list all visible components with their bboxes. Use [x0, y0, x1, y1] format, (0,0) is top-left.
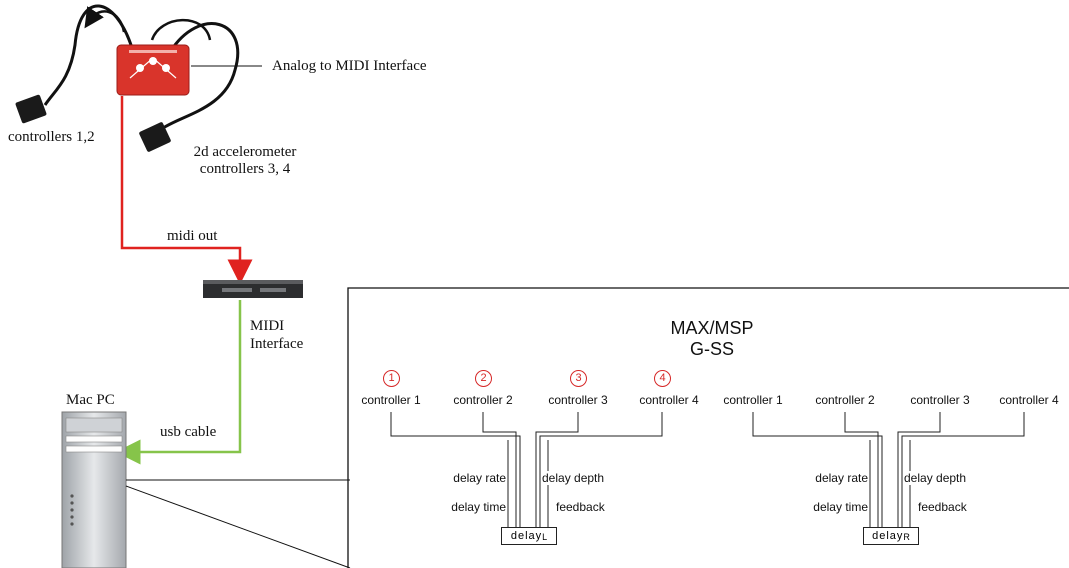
right-param-delay-rate: delay rate — [792, 471, 868, 485]
controller-marker-2: 2 — [475, 370, 492, 387]
left-param-delay-rate: delay rate — [430, 471, 506, 485]
right-controller-3: controller 3 — [900, 393, 980, 407]
delay-r-object: delayR — [863, 527, 919, 545]
midi-interface-label-line1: MIDI — [250, 318, 284, 335]
left-param-delay-depth: delay depth — [542, 471, 606, 485]
controller-marker-1: 1 — [383, 370, 400, 387]
usb-cable-label: usb cable — [160, 424, 216, 441]
left-controller-3: controller 3 — [538, 393, 618, 407]
left-controller-2: controller 2 — [443, 393, 523, 407]
right-param-delay-depth: delay depth — [904, 471, 968, 485]
gss-title: G-SS — [652, 339, 772, 360]
right-param-delay-time: delay time — [792, 500, 868, 514]
mac-pc-label: Mac PC — [66, 392, 115, 409]
midi-interface-label-line2: Interface — [250, 336, 303, 353]
accelerometer-label-line1: 2d accelerometer — [180, 144, 310, 161]
analog-to-midi-device — [117, 45, 189, 95]
left-param-feedback: feedback — [556, 500, 605, 514]
delay-l-object: delayL — [501, 527, 557, 545]
right-controller-4: controller 4 — [989, 393, 1069, 407]
left-controller-1: controller 1 — [351, 393, 431, 407]
mac-pc-tower — [62, 412, 126, 568]
right-controller-2: controller 2 — [805, 393, 885, 407]
right-param-feedback: feedback — [918, 500, 967, 514]
max-msp-title: MAX/MSP — [652, 318, 772, 339]
right-controller-1: controller 1 — [713, 393, 793, 407]
midi-interface-device — [203, 280, 303, 298]
left-param-delay-time: delay time — [430, 500, 506, 514]
left-controller-4: controller 4 — [629, 393, 709, 407]
controllers-12-label: controllers 1,2 — [8, 129, 95, 146]
analog-midi-label: Analog to MIDI Interface — [272, 58, 427, 75]
controller-marker-3: 3 — [570, 370, 587, 387]
accelerometer-label-line2: controllers 3, 4 — [180, 161, 310, 178]
sensor-plug-left — [15, 94, 47, 124]
controller-marker-4: 4 — [654, 370, 671, 387]
midi-out-label: midi out — [167, 228, 217, 245]
midi-out-cable — [122, 96, 240, 272]
